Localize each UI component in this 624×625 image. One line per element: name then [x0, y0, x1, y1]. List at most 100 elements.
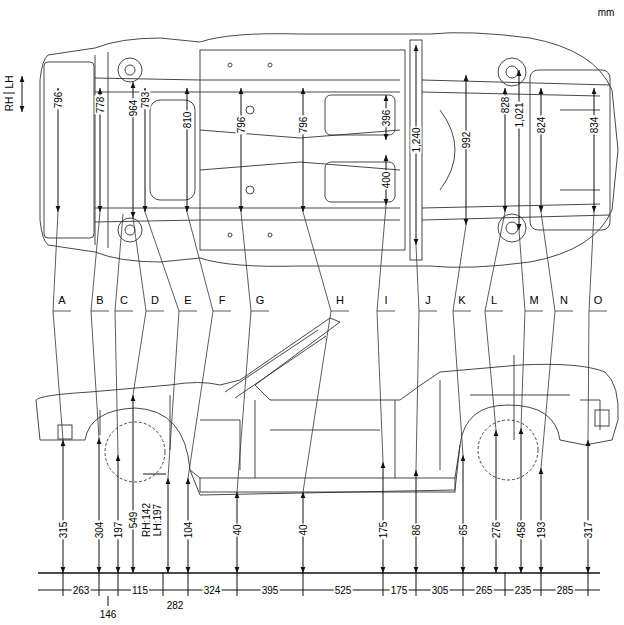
height-dimension-arrows: [143, 474, 166, 475]
width-dimension: 1,021: [514, 101, 525, 128]
underbody-view: [44, 62, 94, 238]
side-view: [105, 422, 165, 482]
width-dimension-arrows: [519, 70, 520, 230]
width-dimension-arrows: [187, 88, 188, 212]
height-dimension-arrows: [168, 478, 169, 573]
height-dimension: 65: [458, 523, 469, 536]
length-dimension: 282: [166, 600, 185, 611]
height-dimension-arrows: [383, 462, 384, 573]
unit-label: mm: [597, 7, 616, 18]
underbody-view: [530, 70, 610, 230]
height-dimension: 549: [128, 511, 139, 530]
measure-point-letter: C: [119, 294, 129, 306]
underbody-view: [40, 33, 618, 268]
underbody-view: [498, 58, 526, 86]
leader-lines: [133, 218, 146, 395]
leader-lines: [303, 212, 331, 492]
width-dimension: 834: [589, 116, 600, 135]
leader-lines: [377, 205, 386, 462]
underbody-view: [95, 208, 400, 222]
measure-point-letter: G: [255, 294, 266, 306]
underbody-view: [506, 222, 518, 234]
height-dimension-arrows: [118, 455, 119, 573]
measure-point-letter: F: [218, 294, 227, 306]
height-dimension: RH:142 LH:197: [141, 499, 163, 541]
length-dimension-line: [108, 596, 109, 606]
leader-lines: [237, 212, 251, 492]
side-view: [36, 318, 618, 495]
height-dimension: 40: [232, 523, 243, 536]
height-dimension: 304: [94, 521, 105, 540]
side-view: [200, 478, 455, 492]
underbody-view: [410, 40, 422, 260]
measure-point-letter: K: [457, 294, 466, 306]
length-dimension-line: [38, 572, 600, 573]
width-dimension: 796: [298, 116, 309, 135]
direction-label: RH: [4, 96, 15, 112]
underbody-view: [268, 233, 272, 237]
side-view: [100, 395, 240, 470]
height-dimension-arrows: [99, 438, 100, 573]
height-dimension-arrows: [63, 395, 588, 573]
measure-point-letter: O: [593, 294, 604, 306]
width-dimension: 396: [381, 109, 392, 128]
underbody-view: [268, 63, 272, 67]
width-dimension: 796: [53, 91, 64, 110]
underbody-view: [200, 50, 405, 250]
measure-point-letter: I: [383, 294, 388, 306]
measure-point-letter: L: [490, 294, 498, 306]
side-view: [36, 318, 618, 495]
length-dimension: 395: [261, 585, 280, 596]
width-dimension: 778: [95, 96, 106, 115]
measure-point-letter: J: [424, 294, 432, 306]
side-view: [225, 330, 326, 398]
underbody-view: [246, 186, 254, 194]
height-dimension: 86: [411, 523, 422, 536]
underbody-view: [40, 33, 618, 268]
underbody-view: [506, 66, 518, 78]
leader-lines: [53, 212, 63, 440]
width-dimension: 400: [381, 171, 392, 190]
length-dimension: 324: [203, 585, 222, 596]
leader-lines: [115, 214, 123, 455]
width-dimension: 828: [500, 96, 511, 115]
length-dimension: 265: [475, 585, 494, 596]
underbody-view: [228, 233, 232, 237]
underbody-view: [95, 55, 96, 245]
direction-label: LH: [4, 75, 15, 90]
width-dimension: 1,240: [411, 126, 422, 153]
leader-lines: [53, 205, 607, 492]
underbody-view: [228, 63, 232, 67]
height-dimension-arrows: [463, 455, 464, 573]
measure-point-letter: D: [150, 294, 160, 306]
leader-lines: [187, 212, 213, 478]
width-dimension-arrows: [541, 88, 542, 212]
measure-point-letter: B: [95, 294, 104, 306]
height-dimension: 315: [58, 521, 69, 540]
height-dimension: 104: [183, 521, 194, 540]
side-view: [514, 355, 515, 440]
width-dimension: 793: [140, 91, 151, 110]
underbody-view: [108, 52, 109, 248]
length-dimension: 263: [72, 585, 91, 596]
length-dimension: 305: [431, 585, 450, 596]
leader-lines: [541, 212, 555, 468]
height-dimension: 458: [516, 521, 527, 540]
side-view: [478, 420, 538, 480]
underbody-view: [200, 130, 400, 170]
underbody-view: [125, 65, 135, 75]
width-dimension: 964: [128, 99, 139, 118]
length-dimension: 235: [514, 585, 533, 596]
width-dimension: 992: [461, 131, 472, 150]
width-dimension: 824: [536, 116, 547, 135]
height-dimension: 175: [378, 521, 389, 540]
underbody-view: [118, 58, 142, 82]
width-dimension-arrows: [594, 88, 595, 212]
width-dimension-arrows: [58, 45, 594, 245]
direction-arrow: [3, 93, 15, 94]
measure-point-letter: E: [183, 294, 192, 306]
measure-point-letter: N: [559, 294, 569, 306]
side-view: [255, 400, 395, 478]
height-dimension: 197: [113, 521, 124, 540]
